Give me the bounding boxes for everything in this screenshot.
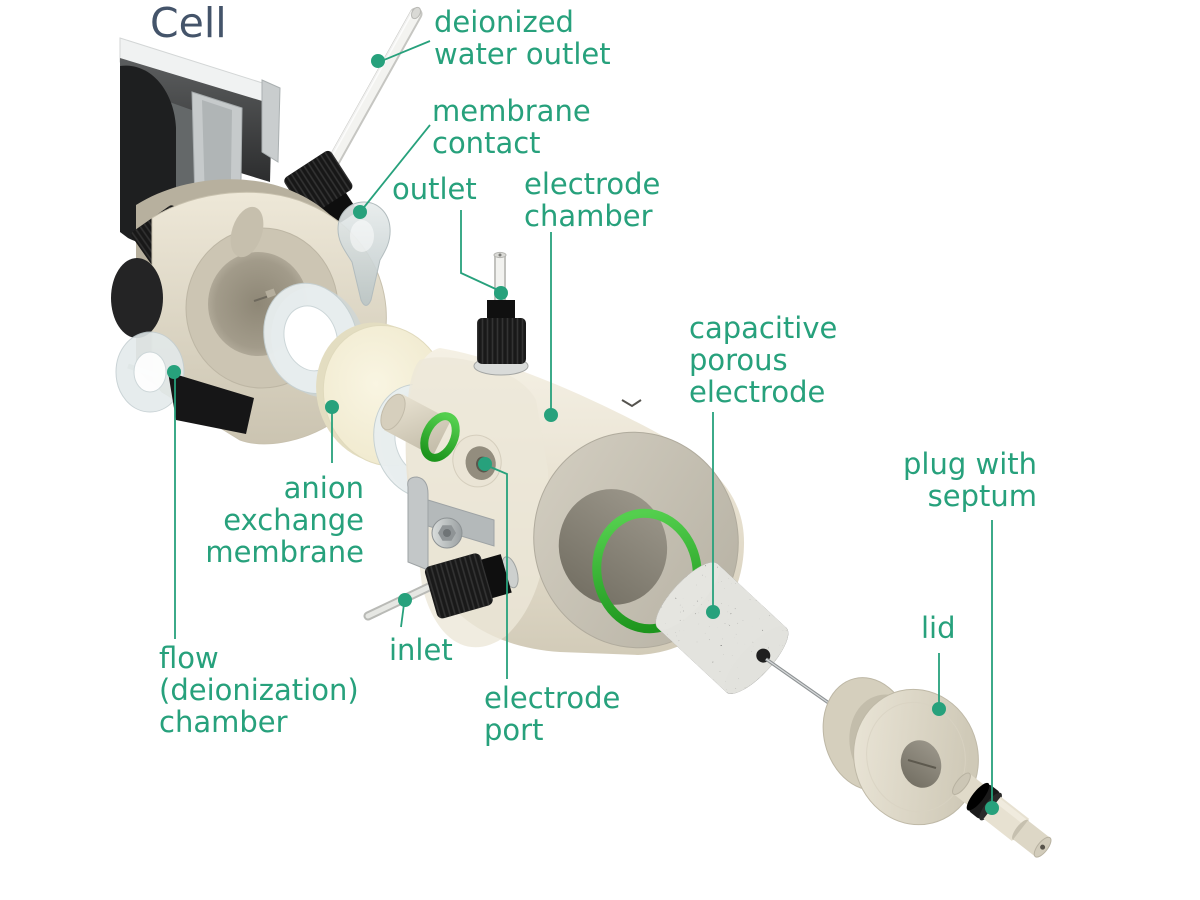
leader-deionized-water-outlet xyxy=(371,40,431,68)
leader-anion-exchange-membrane xyxy=(325,400,339,463)
diagram-title: Cell xyxy=(150,0,227,47)
lid-graphic xyxy=(822,677,979,826)
leader-inlet xyxy=(398,593,412,628)
deionized-water-outlet-tube-graphic xyxy=(315,6,423,189)
membrane-port-graphic xyxy=(380,393,460,462)
label-lid: lid xyxy=(921,611,956,645)
leader-electrode-chamber xyxy=(544,232,558,422)
label-outlet: outlet xyxy=(392,172,477,206)
leader-electrode-port xyxy=(478,457,508,679)
leader-capacitive-porous-electrode xyxy=(706,412,720,619)
outlet-tube-fitting-graphic xyxy=(473,251,529,376)
leader-lines xyxy=(167,40,999,815)
label-anion-exchange-membrane: anion exchange membrane xyxy=(205,471,364,569)
large-green-oring-graphic xyxy=(592,508,702,634)
label-electrode-chamber: electrode chamber xyxy=(524,167,661,233)
membrane-contact-graphic xyxy=(337,201,391,306)
label-membrane-contact: membrane contact xyxy=(432,94,591,160)
leader-plug-with-septum xyxy=(985,520,999,815)
label-inlet: inlet xyxy=(389,633,453,667)
label-deionized-water-outlet: deionized water outlet xyxy=(434,5,611,71)
bracket-graphic xyxy=(407,476,495,571)
label-flow-deionization-chamber: flow (deionization) chamber xyxy=(159,641,359,739)
leader-outlet xyxy=(460,210,508,300)
small-green-oring-graphic xyxy=(420,412,460,462)
leader-membrane-contact xyxy=(353,124,431,219)
label-plug-with-septum: plug with septum xyxy=(903,447,1037,513)
leader-lid xyxy=(932,653,946,716)
leader-flow-chamber xyxy=(167,365,181,639)
label-capacitive-porous-electrode: capacitive porous electrode xyxy=(689,311,838,409)
plug-with-septum-graphic xyxy=(952,772,1052,858)
label-electrode-port: electrode port xyxy=(484,681,621,747)
